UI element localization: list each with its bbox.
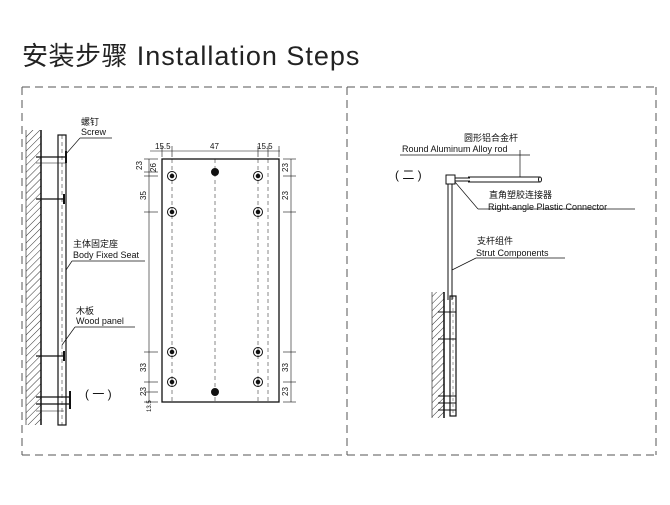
dim-35: 35 [139,191,148,200]
panel-label-cn: 木板 [76,305,94,317]
connector-icon [445,174,470,185]
left-wall [25,130,67,426]
dim-23d: 23 [139,387,148,396]
step-two-marker: ( 二 ) [395,168,422,182]
strut-assembly [438,184,457,417]
panel-label-en: Wood panel [76,316,124,326]
strut-label-cn: 支杆组件 [477,235,513,247]
dimension-lines [144,146,296,403]
dim-top-right: 15.5 [257,142,273,151]
seat-label-cn: 主体固定座 [73,238,118,250]
dim-26: 26 [149,163,158,172]
screw-label-en: Screw [81,127,107,137]
screw-icon [36,151,71,412]
dim-13: 13.5 [147,400,153,412]
dim-23e: 23 [281,387,290,396]
aluminum-rod [468,176,542,183]
connector-label-en: Right-angle Plastic Connector [488,202,607,212]
screw-label-cn: 螺钉 [81,117,99,128]
rod-label-cn: 圆形铝合金杆 [464,132,518,144]
page-title: 安装步骤 Installation Steps [22,36,360,73]
panel-callout: 木板 Wood panel [61,305,135,346]
step-one-marker: ( 一 ) [85,387,112,401]
frame [21,86,657,456]
dim-23b: 23 [281,163,290,172]
connector-label-cn: 直角塑胶连接器 [489,189,552,201]
title-en: Installation Steps [136,41,361,71]
dim-23a: 23 [135,161,144,170]
right-wall [431,292,445,418]
strut-label-en: Strut Components [476,248,549,258]
dim-33a: 33 [139,363,148,372]
title-cn: 安装步骤 [22,42,129,72]
dim-top-mid: 47 [210,142,219,151]
rod-callout: 圆形铝合金杆 Round Aluminum Alloy rod [400,132,530,177]
mounting-hole-icon [167,168,263,396]
seat-callout: 主体固定座 Body Fixed Seat [65,238,145,271]
screw-callout: 螺钉 Screw [65,117,112,155]
strut-callout: 支杆组件 Strut Components [451,235,565,271]
dim-33b: 33 [281,363,290,372]
dimension-labels: 15.5 47 15.5 23 26 35 23 23 33 33 23 23 … [135,142,290,412]
rod-label-en: Round Aluminum Alloy rod [402,144,508,154]
dim-23c: 23 [281,191,290,200]
connector-callout: 直角塑胶连接器 Right-angle Plastic Connector [454,181,635,212]
front-plate [161,158,280,403]
seat-label-en: Body Fixed Seat [73,250,140,260]
dim-top-left: 15.5 [155,142,171,151]
